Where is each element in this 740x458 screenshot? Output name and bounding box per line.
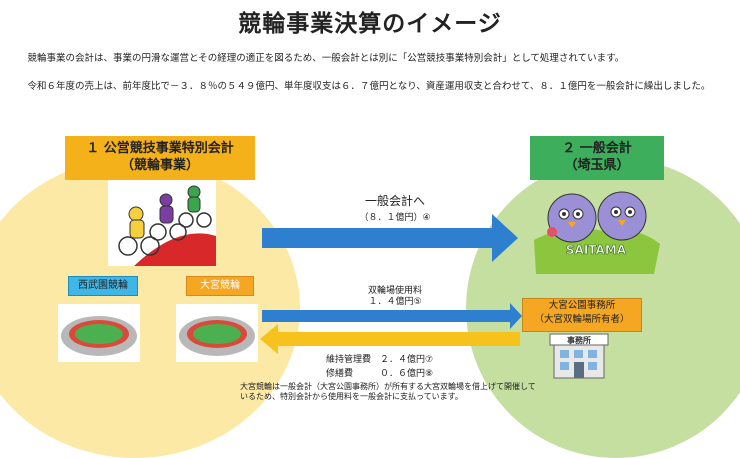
cyclists-illustration <box>108 180 216 266</box>
omiya-keirin-tag: 大宮競輪 <box>186 276 254 296</box>
special-account-header: １ 公営競技事業特別会計 （競輪事業） <box>65 136 255 180</box>
fee-arrow <box>262 303 522 329</box>
office-building-icon: 事務所 <box>549 333 609 379</box>
repair-cost: 修繕費 ０．６億円⑧ <box>326 369 434 379</box>
office-name: 大宮公園事務所 <box>548 300 616 311</box>
mascot-text: SAITAMA <box>566 243 627 257</box>
paragraph-2: 令和６年度の売上は、前年度比で－３．８％の５４９億円、単年度収支は６．７億円とな… <box>18 81 711 92</box>
transfer-label: 一般会計へ <box>364 194 425 208</box>
general-account-subtitle: （埼玉県） <box>564 158 630 173</box>
maintenance-cost: 維持管理費 ２．４億円⑦ <box>326 355 434 365</box>
omiya-park-office-label: 大宮公園事務所 （大宮双輪場所有者） <box>522 298 642 332</box>
general-account-header: ２ 一般会計 （埼玉県） <box>530 136 664 180</box>
special-account-title: １ 公営競技事業特別会計 <box>86 141 234 156</box>
transfer-amount: （８．１億円）④ <box>359 213 431 223</box>
maintenance-arrow <box>260 324 520 354</box>
flow-arrows <box>260 214 522 354</box>
seibuen-stadium-icon <box>58 304 140 362</box>
office-role: （大宮双輪場所有者） <box>534 314 630 325</box>
page-title: 競輪事業決算のイメージ <box>238 11 502 37</box>
office-sign: 事務所 <box>567 335 591 345</box>
fee-label: 双輪場使用料 <box>367 286 422 296</box>
transfer-arrow <box>262 214 518 262</box>
cyclist-3-icon <box>178 185 212 228</box>
paragraph-1: 競輪事業の会計は、事業の円滑な運営とその経理の適正を図るため、一般会計とは別に「… <box>18 53 625 64</box>
special-account-subtitle: （競輪事業） <box>120 158 199 173</box>
cyclist-1-icon <box>118 206 160 256</box>
saitama-mascot-illustration: SAITAMA <box>534 191 660 274</box>
fee-label-block: 双輪場使用料 １．４億円⑤ <box>300 286 490 308</box>
seibuen-keirin-tag: 西武園競輪 <box>68 276 138 296</box>
fee-amount: １．４億円⑤ <box>368 297 422 307</box>
cyclist-2-icon <box>149 193 187 241</box>
omiya-stadium-icon <box>176 304 258 362</box>
general-account-title: ２ 一般会計 <box>562 141 632 156</box>
footnote: 大宮競輪は一般会計（大宮公園事務所）が所有する大宮双輪場を借上げて開催しているた… <box>240 382 536 401</box>
